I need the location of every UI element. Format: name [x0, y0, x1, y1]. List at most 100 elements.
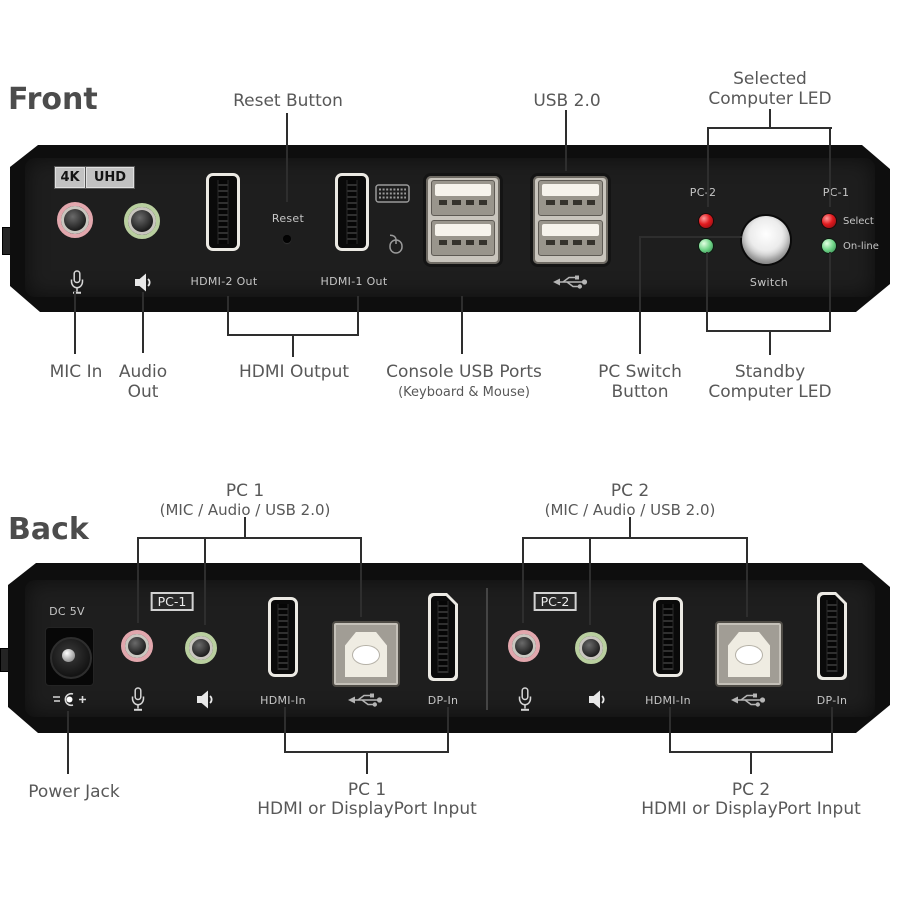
pc1-online-led: [822, 239, 836, 253]
callout-line: [137, 537, 139, 623]
callout-pc2-top-sub: (MIC / Audio / USB 2.0): [544, 501, 716, 519]
speaker-icon: [587, 689, 608, 710]
mouse-icon: [387, 234, 404, 254]
pc2-hdmi-in-label: HDMI-In: [645, 694, 691, 707]
usb-contacts: [439, 240, 487, 245]
hdmi-2-out-label: HDMI-2 Out: [190, 275, 258, 288]
callout-line: [831, 707, 833, 753]
pc1-dp-in-port: [428, 593, 458, 681]
front-panel-face: 4K UHD HDMI-2 Out Reset: [25, 158, 875, 297]
callout-pc-switch-line1: PC Switch: [598, 362, 682, 382]
switch-label: Switch: [749, 276, 789, 289]
dp-port-slot: [438, 601, 449, 673]
callout-pc1-top-sub: (MIC / Audio / USB 2.0): [159, 501, 331, 519]
callout-pc2-top: PC 2: [610, 481, 650, 501]
pc2-audio-jack: [575, 632, 607, 664]
speaker-icon: [133, 272, 154, 293]
pc2-hdmi-in-port: [653, 597, 683, 677]
callout-line: [366, 751, 368, 774]
pc2-online-led: [699, 239, 713, 253]
callout-line: [829, 127, 831, 207]
usb-contacts: [546, 200, 595, 205]
callout-line: [360, 537, 362, 617]
power-jack: [45, 627, 94, 686]
callout-standby-led: Standby Computer LED: [708, 362, 831, 402]
usb-tongue: [435, 184, 491, 196]
callout-line: [769, 330, 771, 355]
pc1-section-label: PC-1: [151, 592, 194, 611]
callout-line: [669, 707, 671, 753]
callout-line: [137, 537, 362, 539]
hdmi-1-out-port: [335, 173, 369, 251]
audio-out-jack: [124, 203, 160, 239]
badge-4k: 4K: [55, 167, 85, 188]
pc2-led-label: PC-2: [689, 186, 717, 199]
hdmi-1-out-label: HDMI-1 Out: [320, 275, 388, 288]
callout-pc-switch: PC Switch Button: [598, 362, 682, 402]
hdmi-port-slot: [278, 604, 289, 670]
callout-selected-led-line2: Computer LED: [708, 89, 832, 109]
callout-line: [447, 707, 449, 753]
callout-pc-switch-line2: Button: [611, 382, 669, 402]
hdmi-2-out-port: [206, 173, 240, 251]
pc1-led-label: PC-1: [822, 186, 850, 199]
switch-button: [742, 216, 790, 264]
callout-mic-in: MIC In: [49, 362, 103, 382]
reset-label: Reset: [271, 212, 305, 225]
power-jack-pin: [62, 649, 75, 662]
callout-pc2-bottom-sub: HDMI or DisplayPort Input: [641, 799, 861, 819]
console-usb-stack-1: [423, 173, 503, 267]
callout-standby-led-line1: Standby: [734, 362, 806, 382]
online-label: On-line: [843, 241, 879, 252]
badge-uhd: UHD: [86, 167, 134, 188]
back-heading: Back: [8, 512, 89, 547]
callout-reset-button: Reset Button: [233, 91, 343, 111]
console-usb-stack-2: [530, 173, 611, 267]
callout-line: [522, 537, 524, 623]
front-heading: Front: [8, 82, 98, 117]
usb-trident-icon: [728, 692, 766, 708]
callout-line: [746, 537, 748, 617]
callout-pc2-bottom: PC 2: [731, 780, 771, 800]
usb-trident-icon: [345, 692, 383, 708]
usb-tongue: [542, 224, 599, 236]
callout-line: [708, 127, 832, 129]
pc1-audio-jack: [185, 632, 217, 664]
callout-console-usb-sub: (Keyboard & Mouse): [398, 385, 530, 400]
callout-pc1-bottom-sub: HDMI or DisplayPort Input: [257, 799, 477, 819]
hdmi-port-slot: [347, 180, 358, 244]
pc2-select-led: [699, 214, 713, 228]
callout-line: [204, 537, 206, 625]
pc1-usb-b-port: [332, 621, 400, 687]
pc2-section-label: PC-2: [534, 592, 577, 611]
hdmi-port-slot: [218, 180, 229, 244]
callout-line: [640, 236, 742, 238]
callout-line: [522, 537, 748, 539]
callout-pc1-bottom: PC 1: [347, 780, 387, 800]
callout-line: [357, 296, 359, 336]
mic-in-jack: [57, 202, 93, 238]
callout-line: [829, 252, 831, 332]
mic-icon: [517, 687, 533, 712]
usb-contacts: [546, 240, 595, 245]
callout-line: [706, 252, 708, 332]
dc5v-label: DC 5V: [49, 605, 85, 618]
callout-usb20: USB 2.0: [533, 91, 601, 111]
mic-icon: [69, 270, 85, 295]
reset-pinhole: [283, 235, 291, 243]
pc1-select-led: [822, 214, 836, 228]
section-divider: [486, 588, 488, 710]
pc2-dp-in-port: [817, 592, 847, 680]
usb-b-hole: [353, 646, 379, 664]
callout-line: [769, 109, 771, 128]
back-panel-face: DC 5V PC-1: [25, 580, 875, 717]
callout-line: [244, 517, 246, 538]
callout-line: [589, 537, 591, 625]
callout-line: [67, 711, 69, 774]
callout-line: [706, 330, 831, 332]
callout-hdmi-output: HDMI Output: [238, 362, 350, 382]
back-panel-device: DC 5V PC-1: [8, 563, 890, 733]
callout-line: [142, 292, 144, 353]
callout-audio-out-line1: Audio: [118, 362, 168, 382]
usb-a-port: [538, 180, 603, 216]
